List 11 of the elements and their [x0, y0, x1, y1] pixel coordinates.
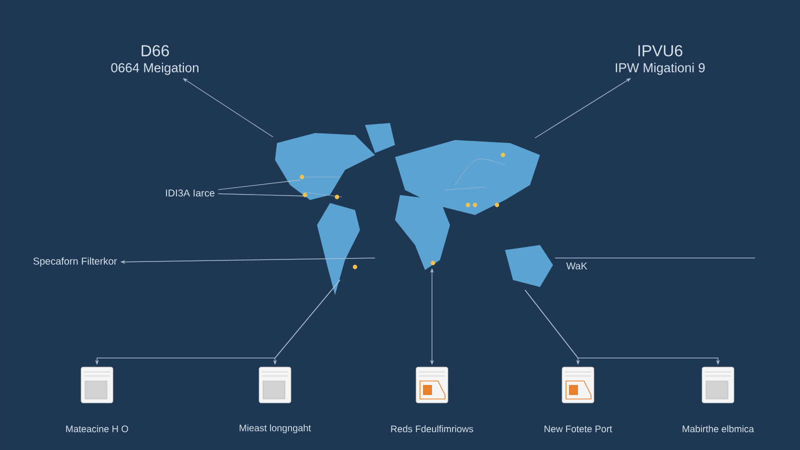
- world-map-drawing: [275, 123, 553, 295]
- text-label: IDI3A Iarce: [166, 189, 214, 197]
- text-label: Specaforn Filterkor: [33, 257, 117, 267]
- icon-caption: New Fotete Port: [544, 426, 612, 432]
- text-label: WaK: [566, 262, 588, 270]
- heading: IPVU6 IPW Migationi 9: [616, 45, 705, 75]
- icon-caption: Reds Fdeulfimriows: [391, 425, 474, 432]
- heading: D66 0664 Meigation: [111, 45, 198, 75]
- icon-caption: Mieast longngaht: [240, 424, 311, 434]
- icon-caption: Mateacine H O: [66, 425, 128, 432]
- icon-caption: Mabirthe elbmica: [682, 425, 754, 432]
